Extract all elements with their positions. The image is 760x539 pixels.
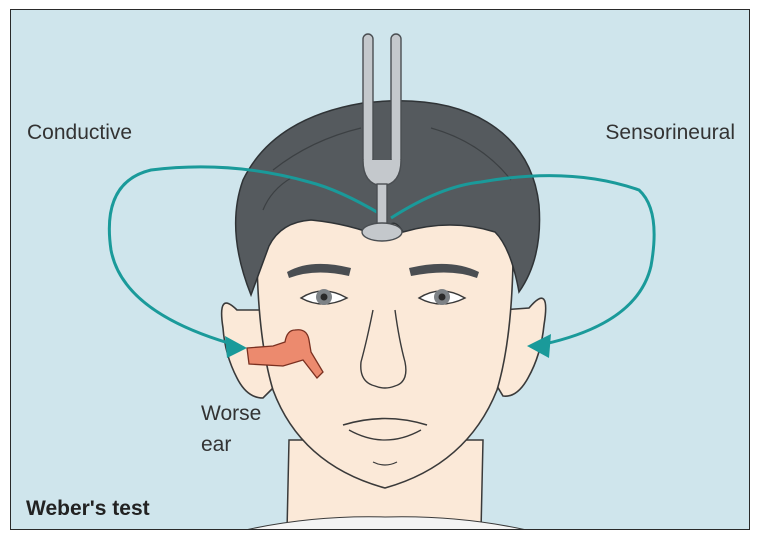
conductive-label: Conductive [27,121,132,145]
worse-ear-label-line1: Worse [201,402,261,426]
weber-test-figure: Conductive Sensorineural Worse ear Weber… [10,9,750,530]
head-illustration [11,10,750,530]
figure-title: Weber's test [26,497,150,521]
worse-ear-label-line2: ear [201,433,231,457]
sensorineural-label: Sensorineural [605,121,735,145]
